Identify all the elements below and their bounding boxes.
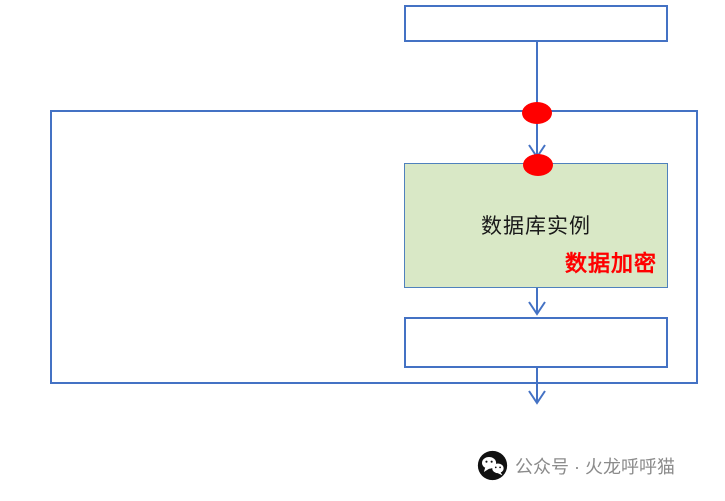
data-encryption-label: 数据加密 (564, 251, 657, 276)
watermark-text: 公众号 · 火龙呼呼猫 (515, 456, 675, 477)
database-instance-label: 数据库实例 (481, 215, 591, 238)
database-instance-box: 数据库实例 数据加密 (404, 163, 668, 288)
arrowhead-bottom (528, 390, 546, 405)
watermark: 公众号 · 火龙呼呼猫 (477, 450, 675, 481)
bottom-flow-box (404, 317, 668, 368)
outer-boundary-box (50, 110, 698, 384)
top-flow-box (404, 5, 668, 42)
wechat-icon (477, 450, 508, 481)
